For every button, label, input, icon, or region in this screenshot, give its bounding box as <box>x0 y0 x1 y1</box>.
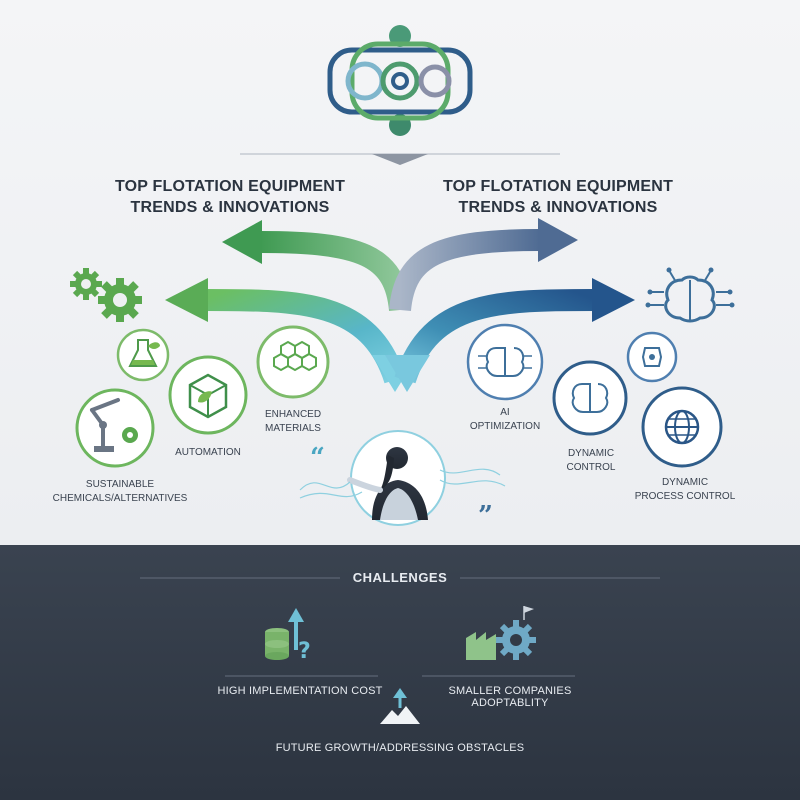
challenges-panel <box>0 545 800 800</box>
label-enhanced-materials: ENHANCED MATERIALS <box>264 409 322 434</box>
label-sustainable: SUSTAINABLE CHEMICALS/ALTERNATIVES <box>52 479 188 504</box>
divider-pointer <box>372 154 428 165</box>
svg-text:”: ” <box>478 501 493 531</box>
chip-brain-icon <box>626 331 678 383</box>
title-left: TOP FLOTATION EQUIPMENT TRENDS & INNOVAT… <box>114 178 346 216</box>
challenge-smaller-companies: SMALLER COMPANIES ADOPTABLITY <box>448 685 572 709</box>
logo-rings-icon <box>327 25 473 136</box>
database-question-icon: ? <box>265 608 311 664</box>
gear-icon <box>70 268 142 322</box>
factory-gear-icon <box>466 606 536 660</box>
svg-text:“: “ <box>310 443 325 473</box>
label-automation: AUTOMATION <box>175 447 241 458</box>
person-silhouette-icon: “ ” <box>299 430 506 531</box>
flask-leaf-icon <box>116 328 170 382</box>
challenges-heading: CHALLENGES <box>352 570 448 585</box>
robot-arm-icon <box>75 388 155 468</box>
label-dynamic-control: DYNAMIC CONTROL <box>566 448 616 473</box>
future-growth: FUTURE GROWTH/ADDRESSING OBSTACLES <box>275 742 525 754</box>
hexagon-grid-icon <box>256 325 330 399</box>
label-ai-optimization: AI OPTIMIZATION <box>469 407 541 432</box>
right-arrows <box>385 218 635 392</box>
svg-text:?: ? <box>298 639 311 664</box>
title-right: TOP FLOTATION EQUIPMENT TRENDS & INNOVAT… <box>442 178 674 216</box>
leaf-box-icon <box>168 355 248 435</box>
growth-arrow-icon <box>380 688 420 724</box>
dynamic-control-icon <box>552 360 628 436</box>
label-dynamic-process-control: DYNAMIC PROCESS CONTROL <box>634 477 736 502</box>
brain-circuit-icon <box>645 267 735 323</box>
globe-icon <box>641 386 723 468</box>
ai-brain-icon <box>466 323 544 401</box>
challenge-cost: HIGH IMPLEMENTATION COST <box>217 685 383 697</box>
